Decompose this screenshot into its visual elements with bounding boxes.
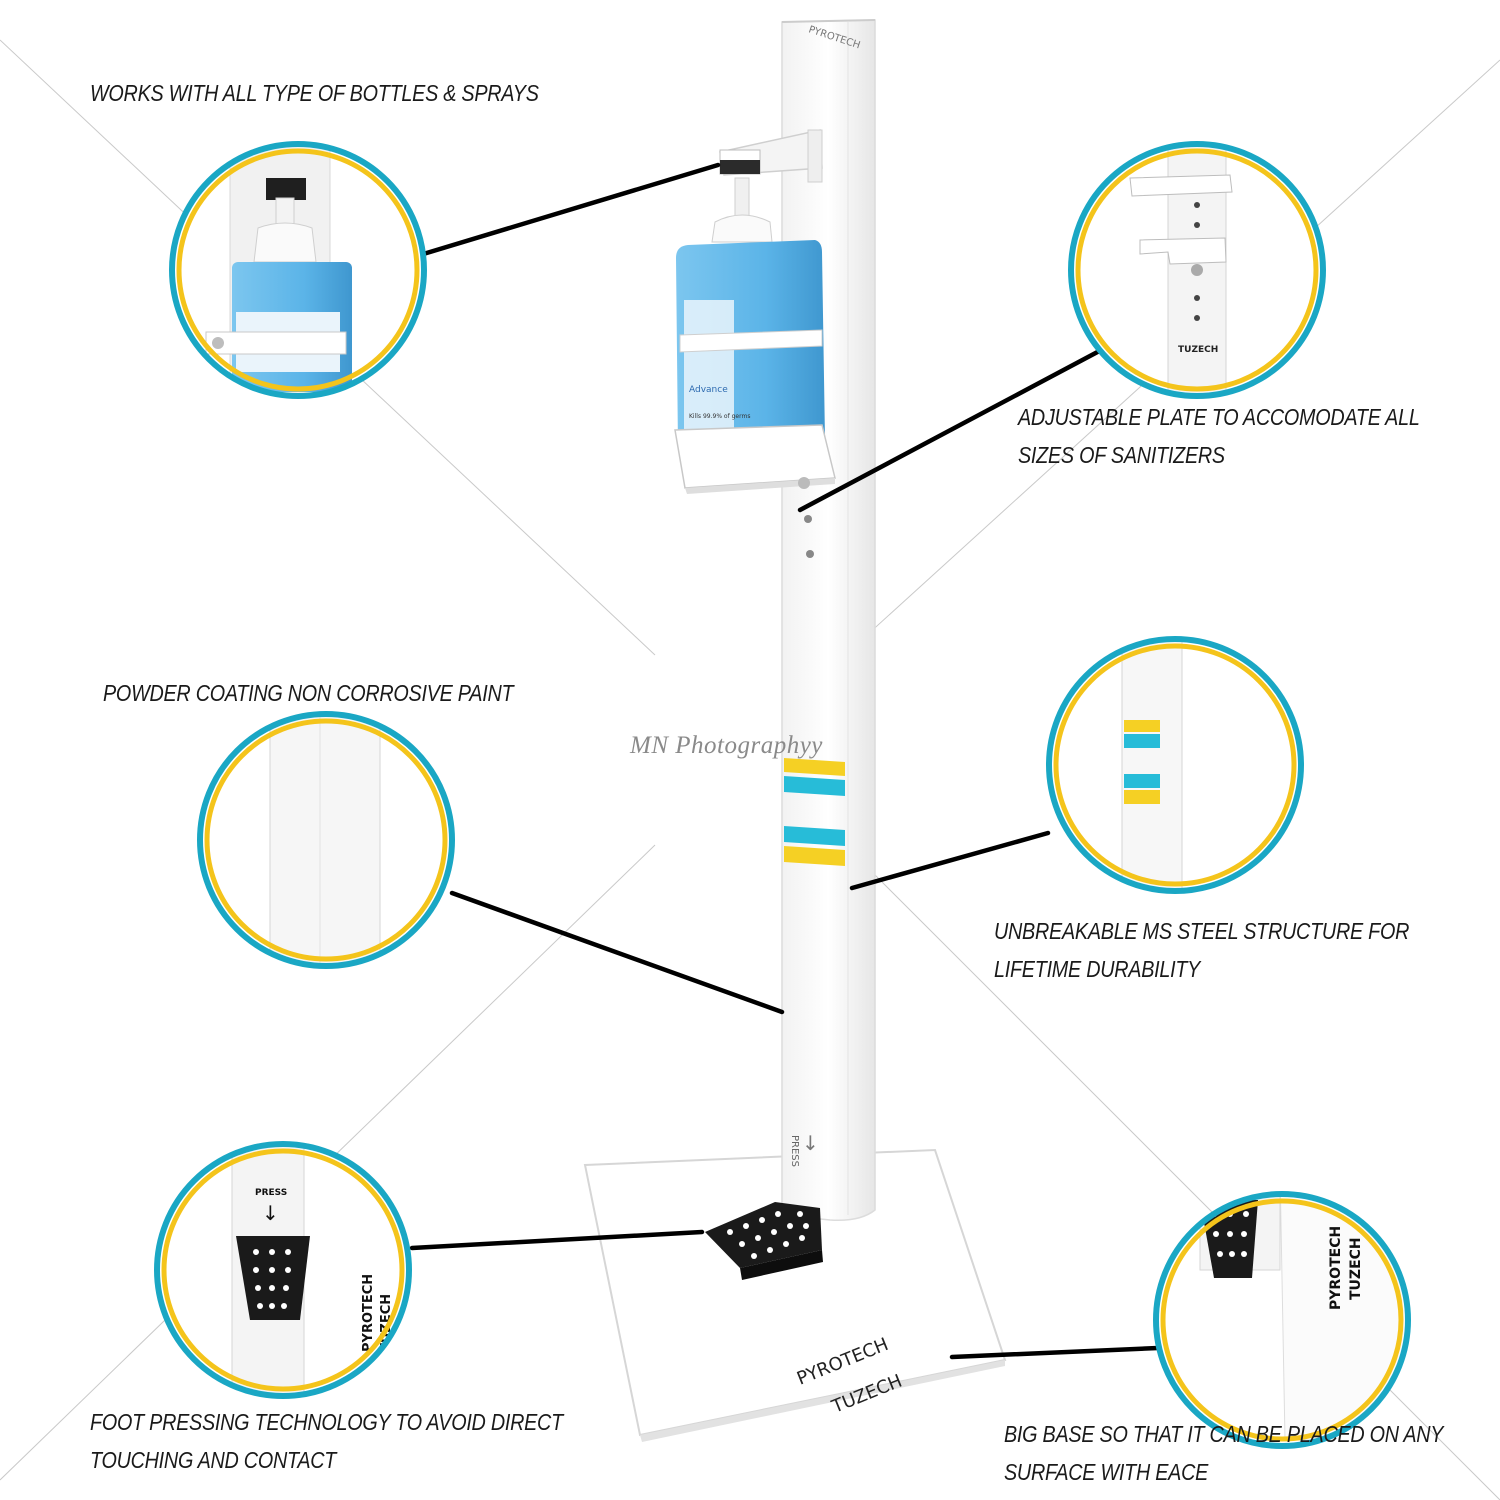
caption-structure-line2: LIFETIME DURABILITY <box>994 956 1201 982</box>
zoom-foot-arrow: ↓ <box>262 1201 279 1225</box>
zoom-bottles <box>169 141 427 399</box>
leader-base <box>949 1345 1161 1360</box>
leader-bottles <box>417 162 721 258</box>
sanitizer-bottle: Advance Kills 99.9% of germs <box>676 177 825 458</box>
dispenser-arm <box>719 129 823 183</box>
caption-base-line2: SURFACE WITH EACE <box>1004 1459 1209 1485</box>
callout-lines <box>409 162 1161 1360</box>
sanitizer-stand: Advance Kills 99.9% of germs PRESS ↓ P <box>583 19 1007 1442</box>
bottle-note: Kills 99.9% of germs <box>689 413 750 420</box>
caption-structure-line1: UNBREAKABLE MS STEEL STRUCTURE FOR <box>994 918 1410 944</box>
caption-foot-line1: FOOT PRESSING TECHNOLOGY TO AVOID DIRECT <box>90 1409 563 1435</box>
zoom-base: PYROTECH TUZECH <box>1153 1191 1411 1449</box>
leader-plate <box>797 345 1108 513</box>
zoom-base-brand1: PYROTECH <box>1328 1226 1344 1310</box>
foot-pedal <box>705 1202 823 1280</box>
zoom-foot-brand1: PYROTECH <box>361 1274 376 1352</box>
zoom-structure <box>1046 636 1304 894</box>
caption-bottles-line: WORKS WITH ALL TYPE OF BOTTLES & SPRAYS <box>90 80 539 106</box>
caption-coating: POWDER COATING NON CORROSIVE PAINT <box>103 674 514 712</box>
zoom-foot-press: PRESS <box>255 1188 287 1198</box>
leader-foot <box>409 1229 705 1251</box>
zoom-plate-brand: TUZECH <box>1178 345 1218 355</box>
zoom-base-brand2: TUZECH <box>1348 1237 1364 1300</box>
caption-plate-line2: SIZES OF SANITIZERS <box>1018 442 1225 468</box>
zoom-plate: TUZECH <box>1068 141 1326 399</box>
watermark: MN Photographyy <box>630 732 823 759</box>
pedal-holes <box>727 1211 809 1259</box>
zoom-foot: PRESS ↓ PYROTECH TUZECH <box>154 1141 412 1399</box>
bottle-tray <box>674 424 836 494</box>
caption-foot: FOOT PRESSING TECHNOLOGY TO AVOID DIRECT… <box>90 1403 563 1479</box>
pole-press-label: PRESS <box>789 1135 800 1167</box>
caption-plate-line1: ADJUSTABLE PLATE TO ACCOMODATE ALL <box>1018 404 1420 430</box>
caption-structure: UNBREAKABLE MS STEEL STRUCTURE FOR LIFET… <box>994 912 1409 988</box>
pole-press-arrow: ↓ <box>802 1131 819 1155</box>
pole <box>781 19 876 1222</box>
caption-plate: ADJUSTABLE PLATE TO ACCOMODATE ALL SIZES… <box>1018 398 1420 474</box>
caption-base-line1: BIG BASE SO THAT IT CAN BE PLACED ON ANY <box>1004 1421 1444 1447</box>
caption-base: BIG BASE SO THAT IT CAN BE PLACED ON ANY… <box>1004 1415 1443 1491</box>
caption-bottles: WORKS WITH ALL TYPE OF BOTTLES & SPRAYS <box>90 74 539 112</box>
leader-coating <box>449 890 785 1015</box>
pole-stripes <box>784 758 845 866</box>
leader-structure <box>849 830 1051 891</box>
caption-coating-line: POWDER COATING NON CORROSIVE PAINT <box>103 680 514 706</box>
caption-foot-line2: TOUCHING AND CONTACT <box>90 1447 337 1473</box>
zoom-coating <box>197 711 455 969</box>
bottle-badge: Advance <box>689 385 728 395</box>
